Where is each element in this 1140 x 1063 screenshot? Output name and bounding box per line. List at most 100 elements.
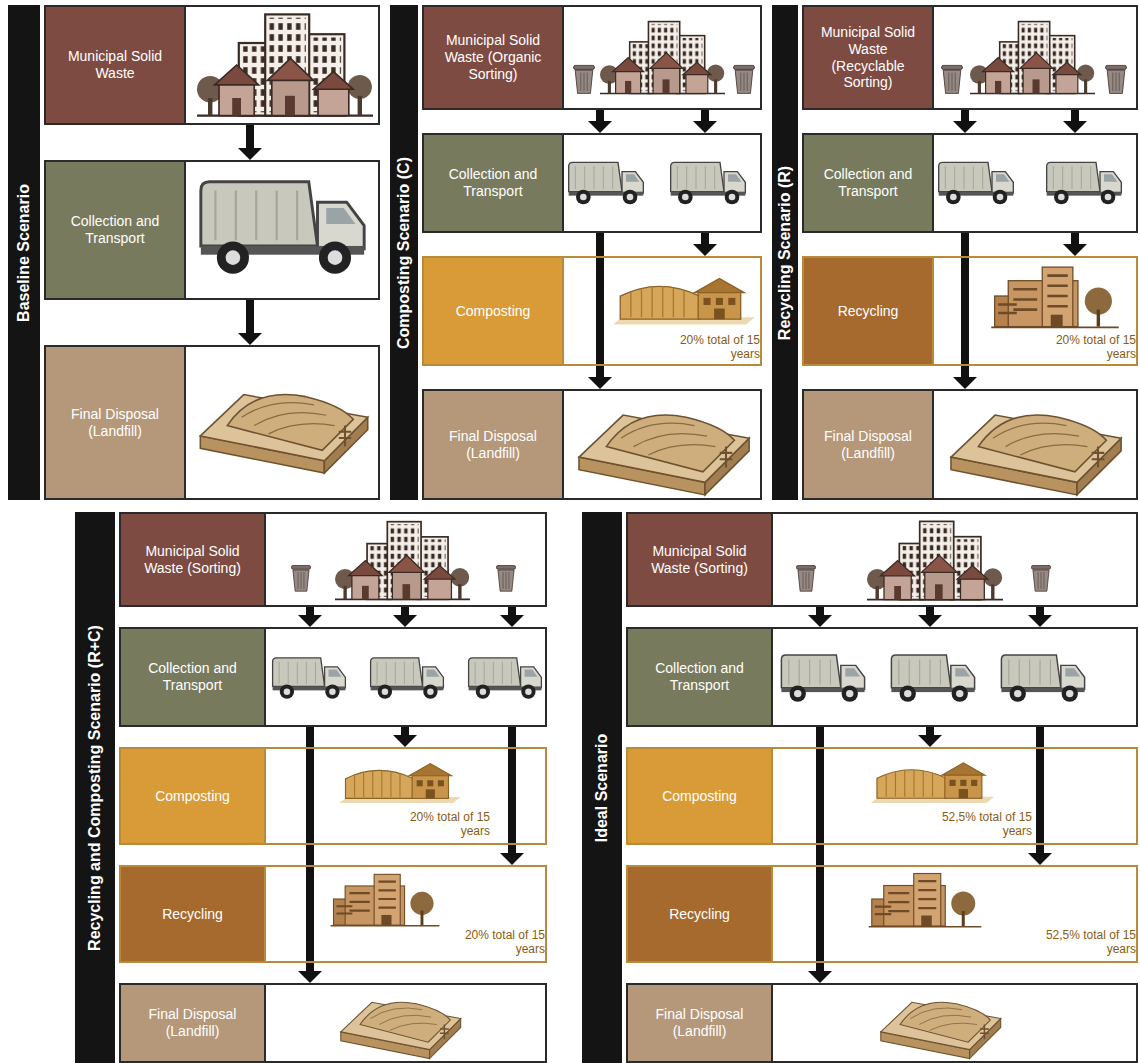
stage-row: Collection and Transport bbox=[626, 627, 1138, 727]
stage-row: Final Disposal (Landfill) bbox=[802, 389, 1138, 500]
arrow-shaft bbox=[1036, 607, 1044, 616]
flow-arrow bbox=[500, 607, 524, 627]
scenario-band: Baseline Scenario bbox=[8, 5, 40, 500]
share-note: 52,5% total of 15 years bbox=[932, 811, 1032, 839]
stage-label: Collection and Transport bbox=[804, 135, 934, 231]
scenario-title: Ideal Scenario bbox=[593, 733, 611, 842]
flow-arrow bbox=[588, 110, 612, 133]
arrow-head bbox=[1063, 244, 1087, 256]
stage-label: Composting bbox=[424, 258, 564, 364]
stage-row: Municipal Solid Waste (Sorting) bbox=[626, 512, 1138, 607]
arrow-shaft bbox=[306, 727, 314, 972]
share-note: 52,5% total of 15 years bbox=[1040, 929, 1136, 957]
arrow-shaft bbox=[246, 300, 254, 334]
stage-label: Composting bbox=[121, 749, 266, 843]
arrow-head bbox=[588, 121, 612, 133]
stage-row: Municipal Solid Waste (Sorting) bbox=[119, 512, 547, 607]
arrow-shaft bbox=[926, 727, 934, 736]
stage-row: Municipal Solid Waste (Recyclable Sortin… bbox=[802, 5, 1138, 110]
arrow-shaft bbox=[816, 607, 824, 616]
stage-label: Final Disposal (Landfill) bbox=[424, 391, 564, 498]
arrow-shaft bbox=[701, 233, 709, 245]
arrow-head bbox=[693, 244, 717, 256]
arrow-head bbox=[298, 971, 322, 983]
stage-name: Recycling bbox=[838, 303, 899, 320]
stage-row: Final Disposal (Landfill) bbox=[422, 389, 762, 500]
flow-arrow bbox=[238, 125, 262, 160]
scenario-panel: Baseline Scenario Municipal Solid WasteCo… bbox=[8, 5, 380, 500]
stage-name: Collection and Transport bbox=[636, 660, 763, 694]
stage-row: Municipal Solid Waste bbox=[44, 5, 380, 125]
arrow-head bbox=[588, 377, 612, 389]
arrow-head bbox=[500, 853, 524, 865]
arrow-shaft bbox=[1071, 233, 1079, 245]
flow-arrow bbox=[693, 110, 717, 133]
arrow-head bbox=[953, 377, 977, 389]
scenario-panel: Recycling Scenario (R) Municipal Solid Wa… bbox=[772, 5, 1138, 500]
scenario-band: Ideal Scenario bbox=[582, 512, 622, 1063]
scenario-panel: Composting Scenario (C) Municipal Solid W… bbox=[390, 5, 762, 500]
stage-name: Collection and Transport bbox=[432, 166, 554, 200]
flow-arrow bbox=[1028, 607, 1052, 627]
stage-label: Recycling bbox=[121, 867, 266, 961]
arrow-head bbox=[500, 615, 524, 627]
scenario-title: Recycling Scenario (R) bbox=[776, 165, 794, 339]
scenario-panel: Ideal Scenario Municipal Solid Waste (Sor… bbox=[582, 512, 1138, 1063]
stage-row: Composting 20% total of 15 years bbox=[119, 747, 547, 845]
stage-name: Recycling bbox=[162, 906, 223, 923]
arrow-shaft bbox=[508, 607, 516, 616]
flow-arrow bbox=[298, 727, 322, 983]
arrow-head bbox=[953, 121, 977, 133]
flow-arrow bbox=[1063, 110, 1087, 133]
stage-name: Municipal Solid Waste (Sorting) bbox=[129, 543, 256, 577]
share-note: 20% total of 15 years bbox=[1040, 334, 1136, 362]
stage-label: Municipal Solid Waste (Recyclable Sortin… bbox=[804, 7, 934, 108]
flow-arrow bbox=[693, 233, 717, 256]
share-note: 20% total of 15 years bbox=[394, 811, 490, 839]
stage-row: Collection and Transport bbox=[44, 160, 380, 300]
arrow-shaft bbox=[596, 233, 604, 378]
flow-arrow bbox=[1063, 233, 1087, 256]
arrow-shaft bbox=[961, 233, 969, 378]
stage-name: Recycling bbox=[669, 906, 730, 923]
stage-name: Collection and Transport bbox=[129, 660, 256, 694]
scenario-title: Baseline Scenario bbox=[15, 184, 33, 322]
stage-name: Composting bbox=[456, 303, 531, 320]
stage-row: Recycling 52,5% total of 15 years bbox=[626, 865, 1138, 963]
stage-name: Municipal Solid Waste bbox=[54, 48, 176, 82]
stage-label: Final Disposal (Landfill) bbox=[121, 985, 266, 1061]
stage-label: Recycling bbox=[628, 867, 773, 961]
flow-arrow bbox=[918, 727, 942, 747]
arrow-head bbox=[393, 735, 417, 747]
stage-row: Collection and Transport bbox=[119, 627, 547, 727]
scenario-title: Composting Scenario (C) bbox=[395, 156, 413, 348]
arrow-head bbox=[808, 971, 832, 983]
stage-label: Final Disposal (Landfill) bbox=[628, 985, 773, 1061]
arrow-shaft bbox=[401, 727, 409, 736]
scenario-band: Composting Scenario (C) bbox=[390, 5, 418, 500]
arrow-head bbox=[298, 615, 322, 627]
stage-name: Municipal Solid Waste (Recyclable Sortin… bbox=[812, 24, 924, 91]
stage-label: Municipal Solid Waste (Sorting) bbox=[628, 514, 773, 605]
arrow-shaft bbox=[926, 607, 934, 616]
stage-row: Collection and Transport bbox=[802, 133, 1138, 233]
arrow-shaft bbox=[1071, 110, 1079, 122]
stage-label: Composting bbox=[628, 749, 773, 843]
arrow-shaft bbox=[816, 727, 824, 972]
stage-label: Collection and Transport bbox=[121, 629, 266, 725]
stage-label: Final Disposal (Landfill) bbox=[46, 347, 186, 498]
stage-row: Recycling 20% total of 15 years bbox=[802, 256, 1138, 366]
stage-label: Municipal Solid Waste (Organic Sorting) bbox=[424, 7, 564, 108]
flow-arrow bbox=[238, 300, 262, 345]
stage-label: Recycling bbox=[804, 258, 934, 364]
arrow-head bbox=[1028, 853, 1052, 865]
flow-arrow bbox=[808, 607, 832, 627]
arrow-head bbox=[238, 148, 262, 160]
stage-label: Collection and Transport bbox=[628, 629, 773, 725]
share-note: 20% total of 15 years bbox=[662, 334, 760, 362]
flow-arrow bbox=[393, 727, 417, 747]
arrow-head bbox=[393, 615, 417, 627]
scenario-title: Recycling and Composting Scenario (R+C) bbox=[86, 625, 104, 951]
stage-name: Final Disposal (Landfill) bbox=[812, 428, 924, 462]
flow-arrow bbox=[393, 607, 417, 627]
